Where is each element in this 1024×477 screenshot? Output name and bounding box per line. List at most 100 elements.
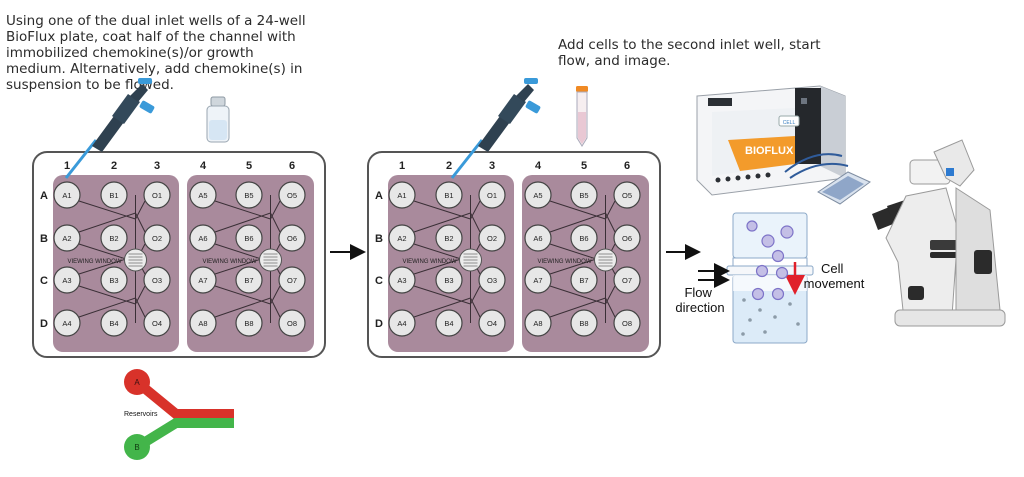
well	[143, 309, 171, 337]
well	[189, 224, 217, 252]
well-label: O1	[152, 191, 162, 200]
bioflux-instrument: BIOFLUX CELL	[696, 85, 871, 205]
well	[435, 224, 463, 252]
well	[388, 181, 416, 209]
channel-cross-section	[698, 212, 814, 344]
reservoir-diagram: A B Reservoirs	[124, 369, 234, 460]
viewing-window-label: VIEWING WINDOW	[538, 259, 592, 265]
column-header: 5	[581, 160, 587, 172]
well-block-right	[522, 175, 649, 352]
well	[478, 309, 506, 337]
pipette-icon	[64, 78, 155, 179]
well	[189, 266, 217, 294]
well-label: A3	[397, 276, 406, 285]
well	[435, 266, 463, 294]
well-block-left	[388, 175, 514, 352]
well-label: O7	[287, 276, 297, 285]
well-label: O5	[622, 191, 632, 200]
row-header: C	[40, 275, 48, 287]
well	[235, 224, 263, 252]
well-label: O4	[487, 319, 497, 328]
well-label: A6	[533, 234, 542, 243]
well	[524, 266, 552, 294]
well-label: A2	[62, 234, 71, 243]
well-label: B1	[109, 191, 118, 200]
well	[53, 181, 81, 209]
well-label: B1	[444, 191, 453, 200]
step2-caption: Add cells to the second inlet well, star…	[558, 37, 821, 69]
column-header: 5	[246, 160, 252, 172]
well	[235, 181, 263, 209]
viewing-window-label: VIEWING WINDOW	[403, 259, 457, 265]
well-label: B3	[444, 276, 453, 285]
well	[235, 266, 263, 294]
column-header: 4	[535, 160, 542, 172]
row-header: B	[40, 233, 48, 245]
viewing-window-label: VIEWING WINDOW	[203, 259, 257, 265]
column-header: 4	[200, 160, 207, 172]
well-label: A7	[533, 276, 542, 285]
flow-direction-line2: direction	[675, 300, 724, 315]
well	[570, 309, 598, 337]
well	[613, 181, 641, 209]
well-label: A5	[533, 191, 542, 200]
well	[388, 309, 416, 337]
well-label: O8	[287, 319, 297, 328]
row-header: A	[40, 190, 48, 202]
column-header: 3	[489, 160, 495, 172]
well	[100, 224, 128, 252]
well	[435, 181, 463, 209]
well	[235, 309, 263, 337]
instrument-badge: CELL	[783, 120, 796, 126]
well-label: A8	[533, 319, 542, 328]
row-header: A	[375, 190, 383, 202]
well-label: O2	[487, 234, 497, 243]
well-label: B3	[109, 276, 118, 285]
well-label: B7	[244, 276, 253, 285]
well	[478, 224, 506, 252]
well-label: A6	[198, 234, 207, 243]
well	[53, 224, 81, 252]
column-header: 6	[289, 160, 295, 172]
well-label: B4	[109, 319, 118, 328]
well	[278, 309, 306, 337]
column-header: 3	[154, 160, 160, 172]
well-label: A1	[397, 191, 406, 200]
well-label: O1	[487, 191, 497, 200]
reservoir-a-well	[124, 369, 150, 395]
column-header: 1	[399, 160, 405, 172]
well-label: O5	[287, 191, 297, 200]
well	[189, 181, 217, 209]
column-header: 1	[64, 160, 70, 172]
well-label: B8	[244, 319, 253, 328]
well	[570, 266, 598, 294]
well	[524, 181, 552, 209]
well	[613, 224, 641, 252]
microscope-icon	[872, 139, 1006, 327]
well	[278, 181, 306, 209]
flow-direction-label: Flow direction	[675, 285, 724, 315]
instrument-label: BIOFLUX	[745, 145, 794, 157]
well-label: A3	[62, 276, 71, 285]
well	[388, 266, 416, 294]
viewing-window-label: VIEWING WINDOW	[68, 259, 122, 265]
well	[100, 309, 128, 337]
well-label: O8	[622, 319, 632, 328]
well	[100, 181, 128, 209]
row-header: D	[40, 318, 48, 330]
well-label: O6	[622, 234, 632, 243]
well-label: B6	[244, 234, 253, 243]
well-label: O7	[622, 276, 632, 285]
reagent-bottle-icon	[206, 96, 230, 143]
well-label: B4	[444, 319, 453, 328]
column-header: 2	[446, 160, 452, 172]
well-label: A4	[397, 319, 406, 328]
flow-direction-line1: Flow	[684, 285, 712, 300]
well	[613, 309, 641, 337]
well	[143, 181, 171, 209]
cell-movement-label: Cell movement	[804, 261, 865, 291]
well	[570, 181, 598, 209]
step1-caption: Using one of the dual inlet wells of a 2…	[6, 13, 306, 93]
